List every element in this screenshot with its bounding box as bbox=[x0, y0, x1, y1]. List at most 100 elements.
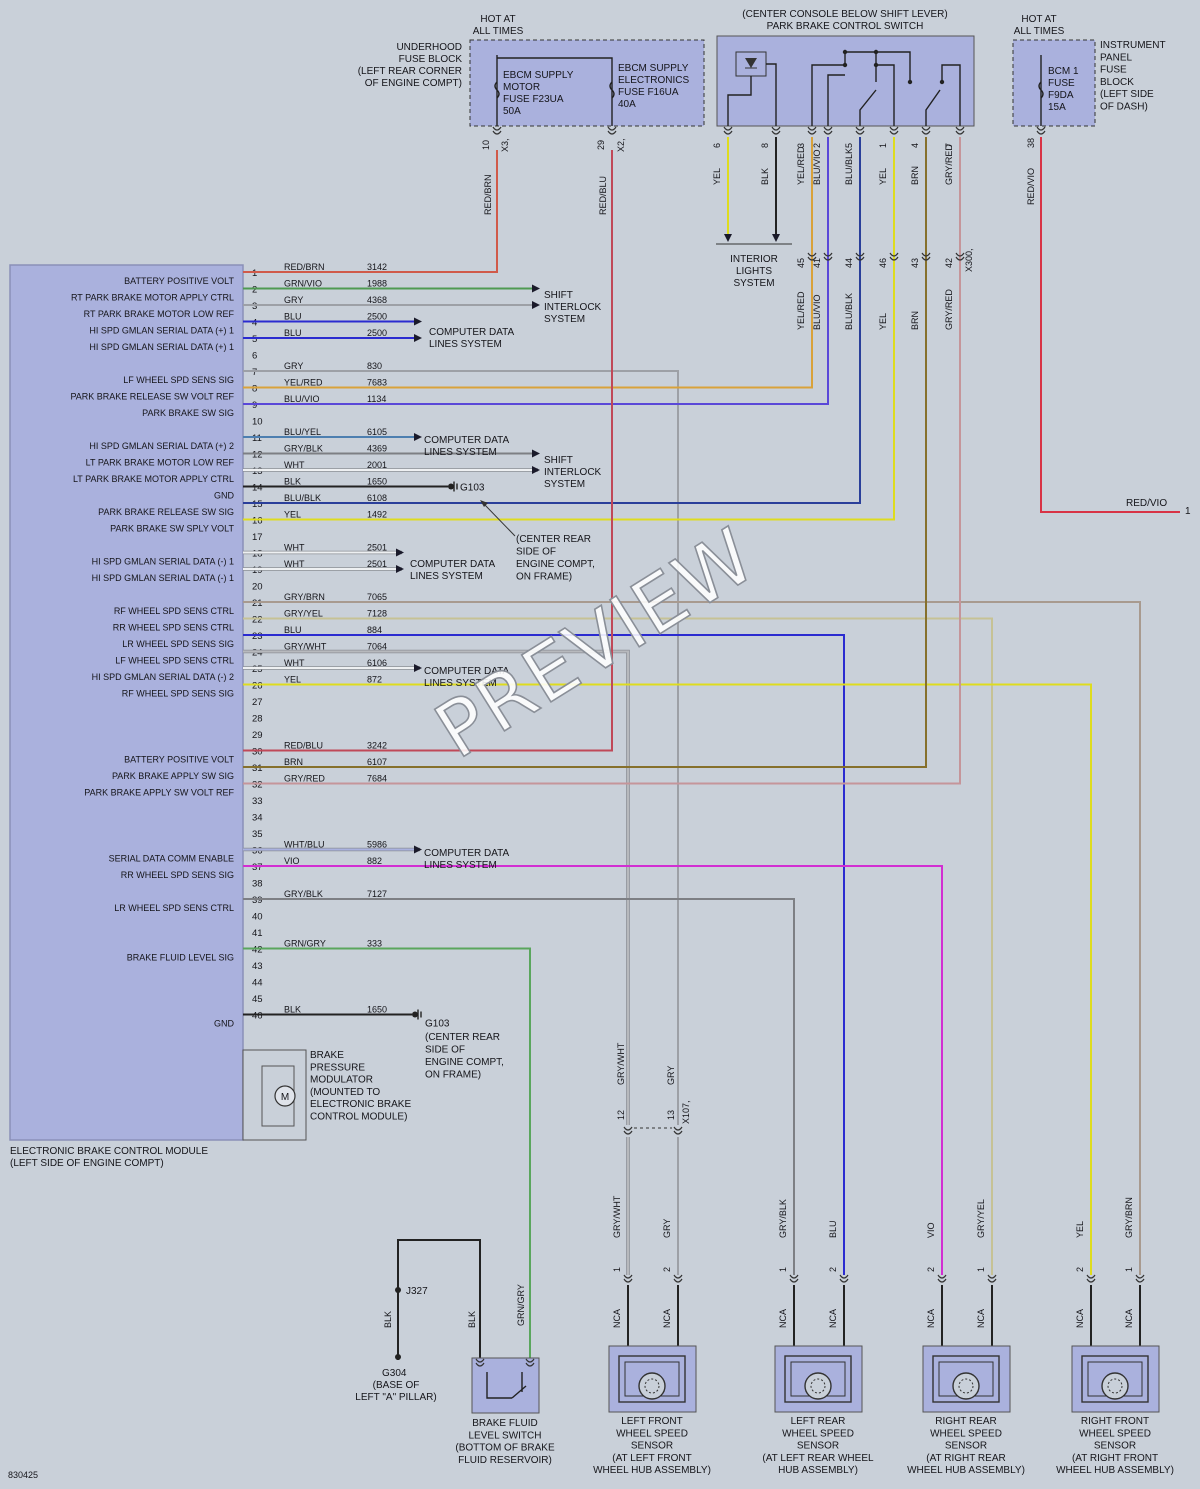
fluid-switch-name-line-0: BRAKE FLUID bbox=[472, 1418, 538, 1429]
ip-pin-number: 38 bbox=[1026, 138, 1036, 148]
switch-lamp-lead-a bbox=[727, 76, 752, 126]
interior-lights-ref-line-2: SYSTEM bbox=[733, 278, 774, 289]
ip-connector-b bbox=[1036, 130, 1046, 135]
fuse-f23ua-label-line-3: 50A bbox=[503, 106, 521, 117]
switch-contact-3 bbox=[875, 64, 895, 126]
wheel-speed-sensor-name-line-4: WHEEL HUB ASSEMBLY) bbox=[1056, 1465, 1174, 1476]
x107-pin-a: 12 bbox=[616, 1110, 626, 1120]
ebcm-wire-pin-37 bbox=[243, 865, 943, 1275]
ebcm-wire-pin-9 bbox=[243, 250, 829, 405]
fluid-switch-box bbox=[471, 1357, 540, 1414]
connector-x3-a bbox=[492, 126, 502, 131]
ebcm-wire-color: BLU/YEL bbox=[284, 427, 321, 437]
switch-connector-pin-5-a bbox=[855, 126, 865, 131]
sensor-pin-number: 2 bbox=[926, 1267, 936, 1272]
switch-connector-pin-5-b bbox=[855, 130, 865, 135]
sensor-pin-number: 1 bbox=[976, 1267, 986, 1272]
ebcm-circuit-number: 2001 bbox=[367, 460, 387, 470]
switch-wire-color: BRN bbox=[910, 166, 920, 185]
switch-pin-number: 6 bbox=[712, 143, 722, 148]
ebcm-wire-color: WHT bbox=[284, 543, 305, 553]
ebcm-wire-pin-22 bbox=[243, 617, 993, 1275]
ebcm-wire-pin-8 bbox=[243, 250, 813, 389]
ebcm-wire-color: BRN bbox=[284, 757, 303, 767]
ebcm-pin-label: HI SPD GMLAN SERIAL DATA (+) 2 bbox=[89, 441, 234, 451]
ebcm-pin-label: HI SPD GMLAN SERIAL DATA (+) 1 bbox=[89, 326, 234, 336]
ebcm-pin-number: 41 bbox=[252, 928, 263, 939]
fluid-ground-wire-color: BLK bbox=[383, 1311, 393, 1328]
ebcm-wire-pin-21 bbox=[243, 601, 1141, 1275]
fuse-f16ua-label-line-2: FUSE F16UA bbox=[618, 87, 679, 98]
ebcm-wire-color: GRY/RED bbox=[284, 774, 325, 784]
wheel-speed-sensor-name-line-0: RIGHT FRONT bbox=[1081, 1416, 1149, 1427]
ebcm-wire-color: GRN/GRY bbox=[284, 939, 326, 949]
fluid-switch-name-line-3: FLUID RESERVOIR) bbox=[458, 1455, 552, 1466]
ebcm-pin-number: 17 bbox=[252, 532, 263, 543]
ebcm-wire-color: GRN/VIO bbox=[284, 279, 322, 289]
signal-arrow bbox=[532, 284, 540, 293]
x300-connector-2-b bbox=[823, 256, 833, 261]
sensor-magnet-frame bbox=[618, 1355, 686, 1403]
shift-interlock-ref-a-line-0: SHIFT bbox=[544, 290, 573, 301]
x300-connector-7-b bbox=[955, 256, 965, 261]
wheel-speed-sensor-name-line-2: SENSOR bbox=[797, 1441, 839, 1452]
modulator-label-line-2: MODULATOR bbox=[310, 1075, 373, 1086]
ebcm-wire-color: GRY bbox=[284, 295, 303, 305]
sensor-connector-a bbox=[673, 1274, 683, 1279]
x300-connector-1-b bbox=[889, 256, 899, 261]
switch-contact-6 bbox=[845, 51, 911, 82]
ebcm-wire-color: GRY/YEL bbox=[284, 609, 323, 619]
sensor-connector-b bbox=[673, 1278, 683, 1283]
ebcm-circuit-number: 1650 bbox=[367, 477, 387, 487]
g103-note-line-3: ON FRAME) bbox=[516, 572, 572, 583]
x107-pin-b: 13 bbox=[666, 1110, 676, 1120]
ip-location-line-2: FUSE bbox=[1100, 65, 1127, 76]
signal-arrow bbox=[414, 334, 422, 342]
ebcm-circuit-number: 872 bbox=[367, 675, 382, 685]
wheel-speed-sensor-name-line-0: LEFT FRONT bbox=[621, 1416, 682, 1427]
sensor-tone-wheel-icon bbox=[804, 1372, 832, 1400]
interior-lights-ref-line-1: LIGHTS bbox=[736, 266, 772, 277]
sensor-connector-b bbox=[1135, 1278, 1145, 1283]
switch-wire-color: BLU/BLK bbox=[844, 148, 854, 185]
ground-g103-a-dot bbox=[448, 483, 454, 490]
fuse-f9da-label-line-2: F9DA bbox=[1048, 90, 1074, 101]
ip-location-line-1: PANEL bbox=[1100, 52, 1132, 63]
underhood-location-line-0: UNDERHOOD bbox=[396, 42, 462, 53]
switch-contact-5 bbox=[941, 64, 961, 126]
ip-fuse-block bbox=[1012, 39, 1096, 127]
switch-node-0 bbox=[842, 49, 848, 55]
sensor-pin-number: 1 bbox=[778, 1267, 788, 1272]
ip-wire-ref: RED/VIO bbox=[1126, 498, 1167, 509]
wheel-speed-sensor-name-line-1: WHEEL SPEED bbox=[782, 1428, 854, 1439]
modulator-label-line-4: ELECTRONIC BRAKE bbox=[310, 1099, 411, 1110]
ebcm-wire-pin-7 bbox=[243, 370, 679, 1125]
wheel-speed-sensor-name-line-1: WHEEL SPEED bbox=[616, 1428, 688, 1439]
switch-wire-color: BLK bbox=[760, 168, 770, 185]
switch-wire-color: YEL bbox=[878, 168, 888, 185]
ebcm-circuit-number: 5986 bbox=[367, 840, 387, 850]
fuse-f16ua-symbol bbox=[609, 81, 615, 99]
fuse-f9da-symbol bbox=[1038, 81, 1044, 99]
switch-contact-1 bbox=[827, 74, 845, 126]
ebcm-circuit-number: 3142 bbox=[367, 262, 387, 272]
ebcm-wire-pin-32 bbox=[243, 250, 961, 785]
signal-arrow bbox=[414, 845, 422, 854]
x300-pin-number: 44 bbox=[844, 258, 854, 268]
ebcm-circuit-number: 884 bbox=[367, 625, 382, 635]
underhood-conn-1: X3, bbox=[500, 138, 510, 152]
ebcm-pin-label: PARK BRAKE APPLY SW VOLT REF bbox=[84, 788, 234, 798]
ebcm-wire-pin-1 bbox=[243, 150, 498, 273]
x300-pin-number: 43 bbox=[910, 258, 920, 268]
ebcm-pin-number: 1 bbox=[252, 268, 257, 279]
ebcm-pin-number: 11 bbox=[252, 433, 262, 444]
switch-connector-pin-6-b bbox=[723, 130, 733, 135]
underhood-bus-2 bbox=[497, 57, 613, 126]
sensor-connector-a bbox=[1086, 1274, 1096, 1279]
ebcm-wire-color: BLU bbox=[284, 625, 302, 635]
x300-connector-3-b bbox=[807, 256, 817, 261]
motor-letter: M bbox=[281, 1092, 289, 1103]
ebcm-pin-label: SERIAL DATA COMM ENABLE bbox=[109, 854, 234, 864]
underhood-location-line-1: FUSE BLOCK bbox=[399, 54, 463, 65]
sensor-tone-wheel-teeth bbox=[1107, 1378, 1123, 1394]
